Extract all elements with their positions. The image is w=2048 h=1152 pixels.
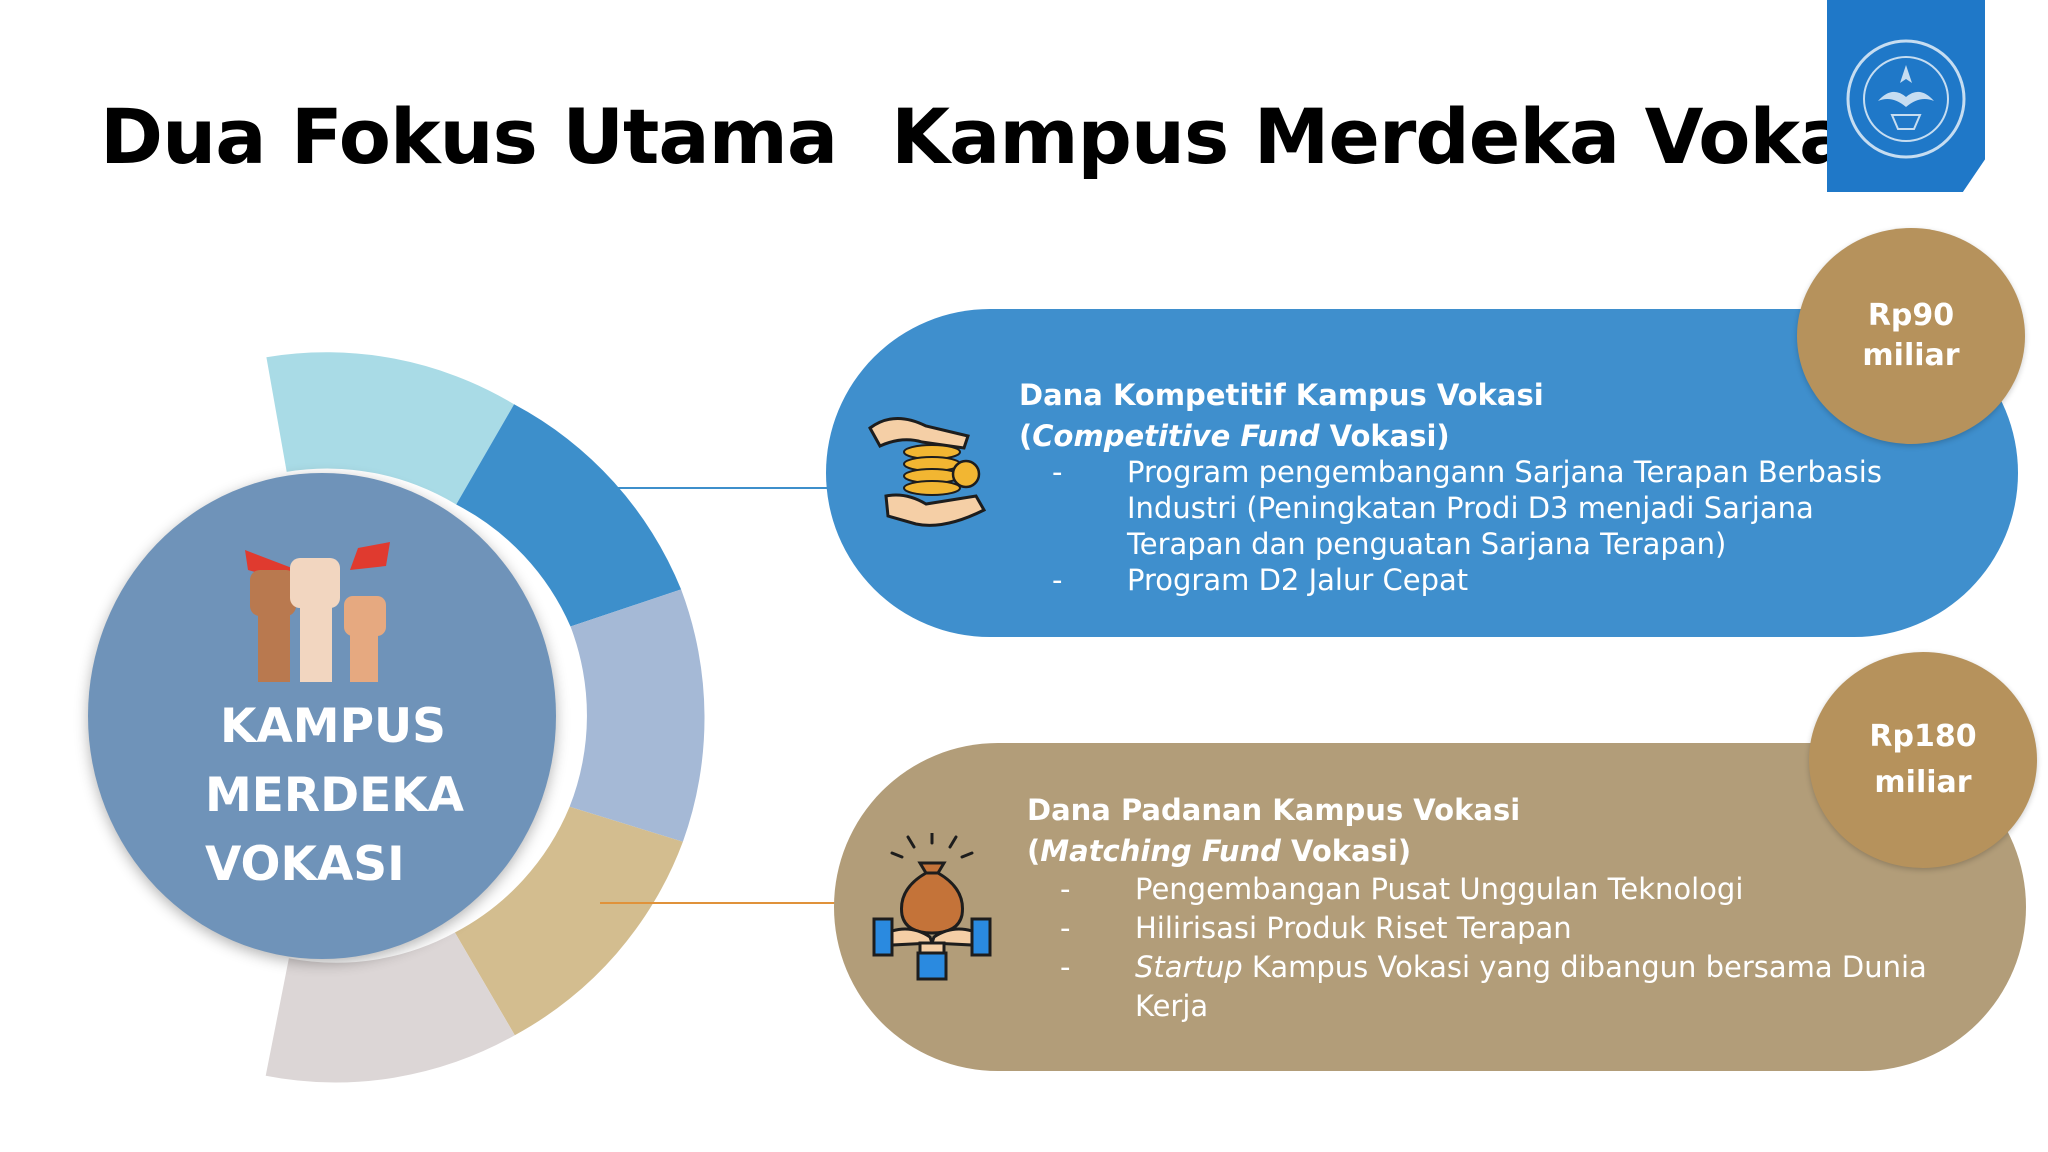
center-circle	[88, 473, 556, 959]
competitive-fund-italic: Competitive Fund	[1032, 419, 1320, 453]
center-label-line-2: MERDEKA	[205, 768, 464, 823]
ring-segment-2	[456, 404, 682, 627]
connector-line-top	[600, 487, 840, 489]
matching-fund-title: Dana Padanan Kampus Vokasi	[1027, 793, 1521, 827]
competitive-fund-card: Dana Kompetitif Kampus Vokasi (Competiti…	[826, 309, 2018, 637]
budget-amount: Rp180	[1869, 719, 1977, 754]
page-title: Dua Fokus Utama Kampus Merdeka Vokasi	[100, 92, 1920, 181]
center-label-line-1: KAMPUS	[220, 699, 447, 754]
title-part-2: Kampus Merdeka Vokasi	[891, 92, 1919, 181]
competitive-fund-heading: Dana Kompetitif Kampus Vokasi (Competiti…	[1019, 375, 1544, 457]
budget-unit: miliar	[1874, 765, 1972, 800]
matching-fund-italic: Matching Fund	[1040, 834, 1281, 868]
budget-amount: Rp90	[1867, 298, 1955, 333]
competitive-fund-title: Dana Kompetitif Kampus Vokasi	[1019, 378, 1544, 412]
budget-unit: miliar	[1862, 338, 1960, 373]
ring-segment-3	[569, 589, 705, 842]
center-label-line-3: VOKASI	[205, 837, 405, 892]
title-part-1: Dua Fokus Utama	[100, 92, 838, 181]
ring-segment-4	[454, 806, 683, 1036]
center-label: KAMPUS MERDEKA VOKASI	[205, 692, 464, 899]
list-item: Program D2 Jalur Cepat	[1052, 562, 1927, 598]
competitive-fund-subtitle: (Competitive Fund Vokasi)	[1019, 419, 1450, 453]
matching-fund-heading: Dana Padanan Kampus Vokasi (Matching Fun…	[1027, 790, 1520, 872]
money-bag-handshake-icon	[872, 833, 992, 981]
competitive-fund-list: Program pengembangann Sarjana Terapan Be…	[1052, 454, 1927, 598]
budget-badge-competitive: Rp90 miliar	[1797, 228, 2025, 444]
list-item: Program pengembangann Sarjana Terapan Be…	[1052, 454, 1927, 562]
decorative-ring	[265, 352, 705, 1083]
list-item: Startup Kampus Vokasi yang dibangun bers…	[1060, 948, 1935, 1026]
ring-segment-1	[266, 352, 515, 505]
coins-in-hand-icon	[868, 417, 987, 527]
budget-badge-matching: Rp180 miliar	[1809, 652, 2037, 868]
matching-fund-list: Pengembangan Pusat Unggulan Teknologi Hi…	[1060, 870, 1935, 1026]
tut-wuri-handayani-icon	[1846, 39, 1966, 159]
raised-fists-icon	[245, 542, 390, 682]
list-item: Hilirisasi Produk Riset Terapan	[1060, 909, 1935, 948]
ring-segment-5	[265, 932, 515, 1083]
list-item: Pengembangan Pusat Unggulan Teknologi	[1060, 870, 1935, 909]
startup-italic: Startup	[1135, 950, 1243, 984]
matching-fund-subtitle: (Matching Fund Vokasi)	[1027, 834, 1412, 868]
connector-line-bottom	[600, 902, 848, 904]
ministry-logo	[1827, 0, 1985, 192]
